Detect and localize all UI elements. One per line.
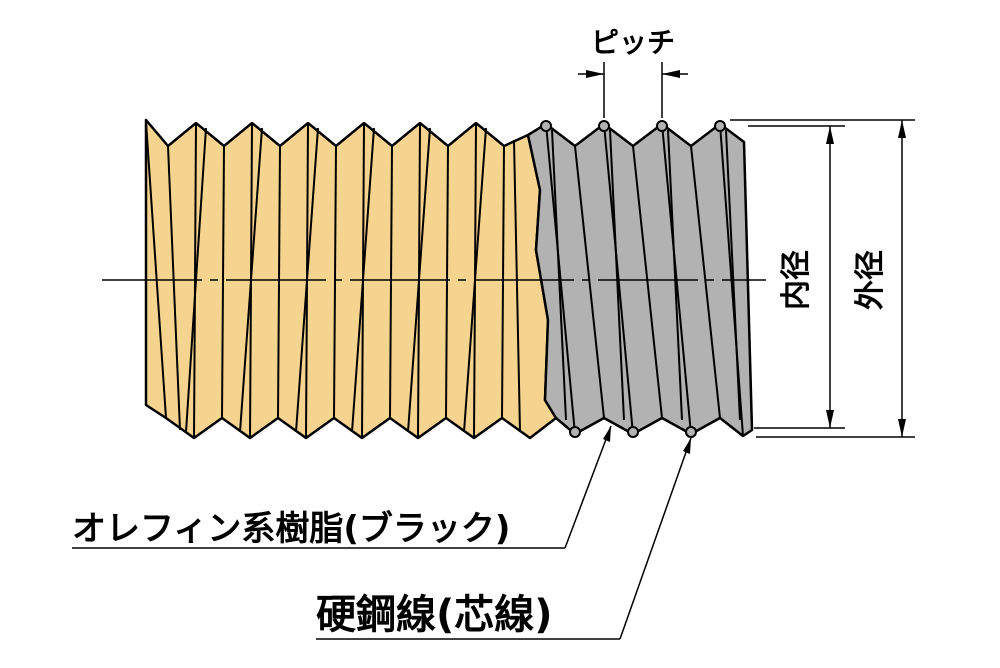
- wire-cross-sections: [540, 120, 726, 438]
- resin-label: オレフィン系樹脂(ブラック): [72, 509, 510, 549]
- diameter-dimensions: [730, 119, 915, 438]
- wire-label: 硬鋼線(芯線): [316, 592, 553, 638]
- outer-diameter-label: 外径: [853, 250, 888, 310]
- pitch-label: ピッチ: [591, 26, 675, 59]
- pitch-dimension: [578, 62, 688, 118]
- inner-diameter-label: 内径: [779, 250, 814, 310]
- leader-lines: [72, 425, 692, 640]
- resin-section: [144, 118, 558, 440]
